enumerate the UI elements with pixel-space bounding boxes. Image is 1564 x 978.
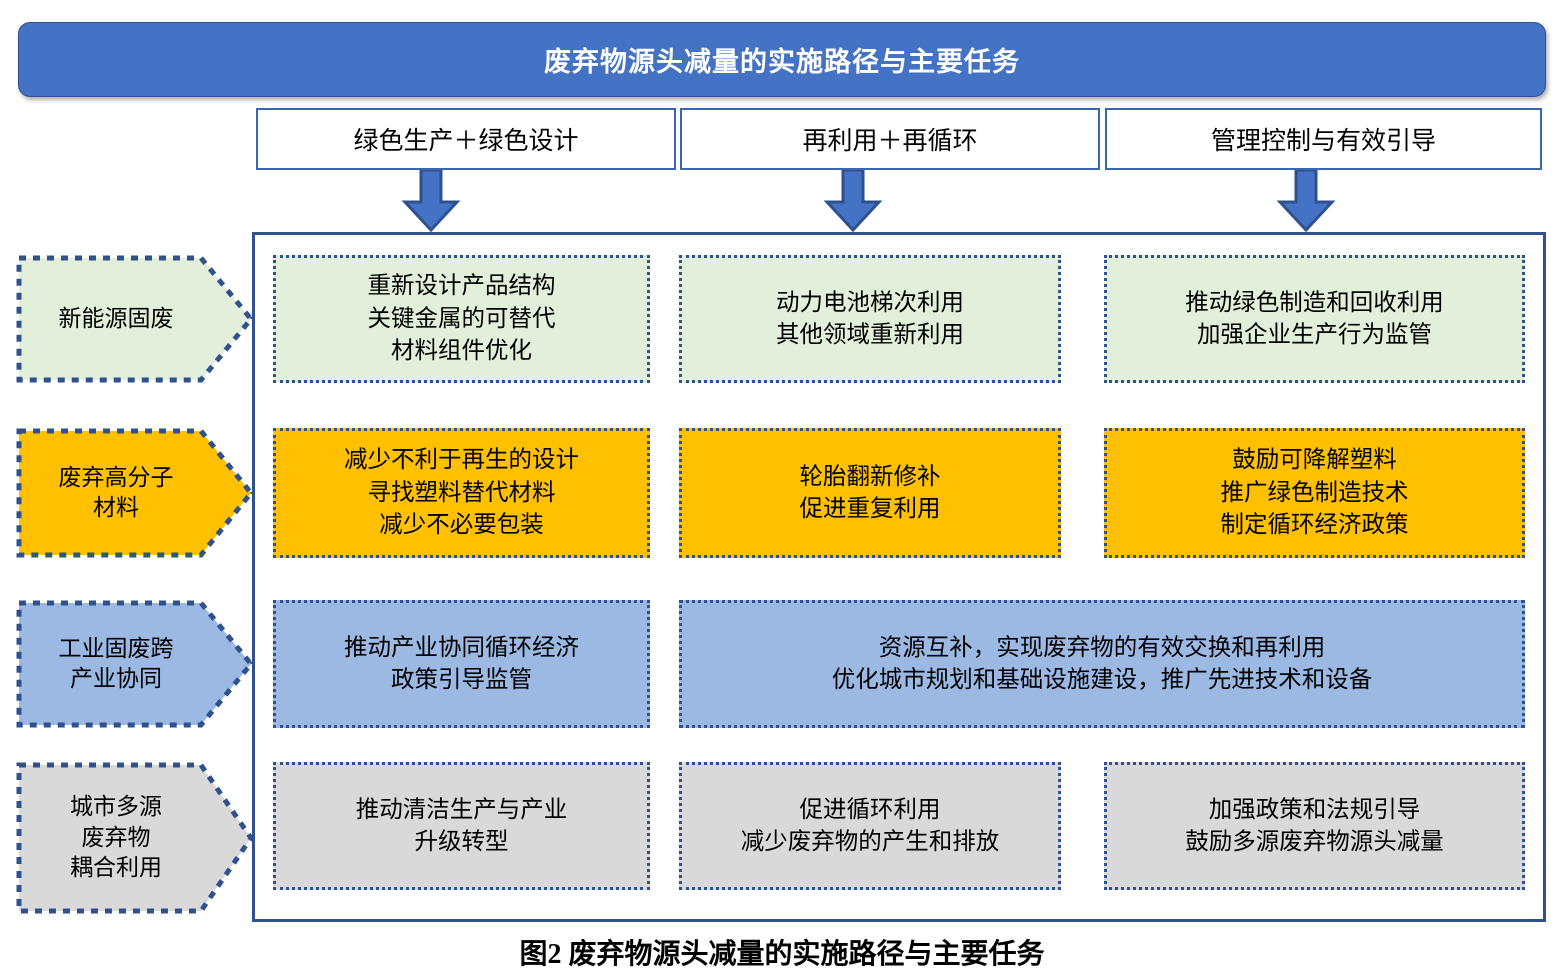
pathway-box-green-production[interactable]: 绿色生产＋绿色设计 [256, 108, 676, 170]
matrix-cell-r3c0[interactable]: 推动清洁生产与产业 升级转型 [273, 762, 650, 890]
pathway-box-management-control[interactable]: 管理控制与有效引导 [1105, 108, 1542, 170]
matrix-cell-text-r0c1: 动力电池梯次利用 其他领域重新利用 [776, 289, 964, 348]
pentagon-arrow-shape-1 [16, 428, 254, 558]
pathway-label-0: 绿色生产＋绿色设计 [353, 128, 579, 155]
category-tag-urban-multisource-waste[interactable]: 城市多源 废弃物 耦合利用 [16, 762, 254, 914]
category-label-2: 工业固废跨 产业协同 [58, 635, 174, 691]
category-label-0: 新能源固废 [58, 305, 174, 331]
pentagon-arrow-shape-3 [16, 762, 254, 914]
pathway-header-row: 绿色生产＋绿色设计 再利用＋再循环 管理控制与有效引导 [256, 108, 1542, 170]
matrix-cell-text-r3c0: 推动清洁生产与产业 升级转型 [355, 796, 568, 855]
pentagon-arrow-shape-0 [16, 255, 254, 383]
matrix-cell-text-r2c1: 资源互补，实现废弃物的有效交换和再利用 优化城市规划和基础设施建设，推广先进技术… [831, 634, 1373, 693]
category-tag-industrial-solid-waste-synergy[interactable]: 工业固废跨 产业协同 [16, 600, 254, 728]
pathway-label-1: 再利用＋再循环 [802, 128, 978, 155]
matrix-cell-r1c2[interactable]: 鼓励可降解塑料 推广绿色制造技术 制定循环经济政策 [1104, 428, 1525, 558]
matrix-cell-text-r0c0: 重新设计产品结构 关键金属的可替代 材料组件优化 [367, 273, 556, 365]
matrix-cell-text-r3c2: 加强政策和法规引导 鼓励多源废弃物源头减量 [1185, 796, 1444, 855]
category-tag-waste-polymer-materials[interactable]: 废弃高分子 材料 [16, 428, 254, 558]
diagram-title-banner: 废弃物源头减量的实施路径与主要任务 [18, 22, 1546, 97]
matrix-cell-r2c1-merged[interactable]: 资源互补，实现废弃物的有效交换和再利用 优化城市规划和基础设施建设，推广先进技术… [679, 600, 1525, 728]
matrix-cell-r1c0[interactable]: 减少不利于再生的设计 寻找塑料替代材料 减少不必要包装 [273, 428, 650, 558]
matrix-cell-r0c2[interactable]: 推动绿色制造和回收利用 加强企业生产行为监管 [1104, 255, 1525, 383]
down-arrow-icon-1 [822, 168, 884, 233]
figure-caption: 图2 废弃物源头减量的实施路径与主要任务 [519, 939, 1045, 970]
diagram-title-text: 废弃物源头减量的实施路径与主要任务 [544, 47, 1020, 77]
matrix-cell-r2c0[interactable]: 推动产业协同循环经济 政策引导监管 [273, 600, 650, 728]
category-label-3: 城市多源 废弃物 耦合利用 [70, 794, 162, 881]
pathway-box-reuse-recycle[interactable]: 再利用＋再循环 [680, 108, 1100, 170]
pentagon-arrow-shape-2 [16, 600, 254, 728]
matrix-cell-r3c2[interactable]: 加强政策和法规引导 鼓励多源废弃物源头减量 [1104, 762, 1525, 890]
down-arrow-icon-0 [400, 168, 462, 233]
down-arrow-icon-2 [1275, 168, 1337, 233]
category-label-1: 废弃高分子 材料 [58, 464, 174, 520]
matrix-cell-text-r1c0: 减少不利于再生的设计 寻找塑料替代材料 减少不必要包装 [344, 447, 579, 539]
matrix-cell-r0c0[interactable]: 重新设计产品结构 关键金属的可替代 材料组件优化 [273, 255, 650, 383]
matrix-cell-r1c1[interactable]: 轮胎翻新修补 促进重复利用 [679, 428, 1061, 558]
matrix-cell-r3c1[interactable]: 促进循环利用 减少废弃物的产生和排放 [679, 762, 1061, 890]
matrix-cell-text-r0c2: 推动绿色制造和回收利用 加强企业生产行为监管 [1185, 289, 1444, 348]
category-tag-new-energy-solid-waste[interactable]: 新能源固废 [16, 255, 254, 383]
matrix-cell-text-r1c2: 鼓励可降解塑料 推广绿色制造技术 制定循环经济政策 [1220, 447, 1409, 539]
matrix-cell-text-r2c0: 推动产业协同循环经济 政策引导监管 [344, 634, 579, 693]
pathway-label-2: 管理控制与有效引导 [1210, 128, 1436, 155]
matrix-cell-text-r3c1: 促进循环利用 减少废弃物的产生和排放 [740, 796, 1000, 855]
matrix-cell-text-r1c1: 轮胎翻新修补 促进重复利用 [799, 463, 941, 522]
matrix-cell-r0c1[interactable]: 动力电池梯次利用 其他领域重新利用 [679, 255, 1061, 383]
